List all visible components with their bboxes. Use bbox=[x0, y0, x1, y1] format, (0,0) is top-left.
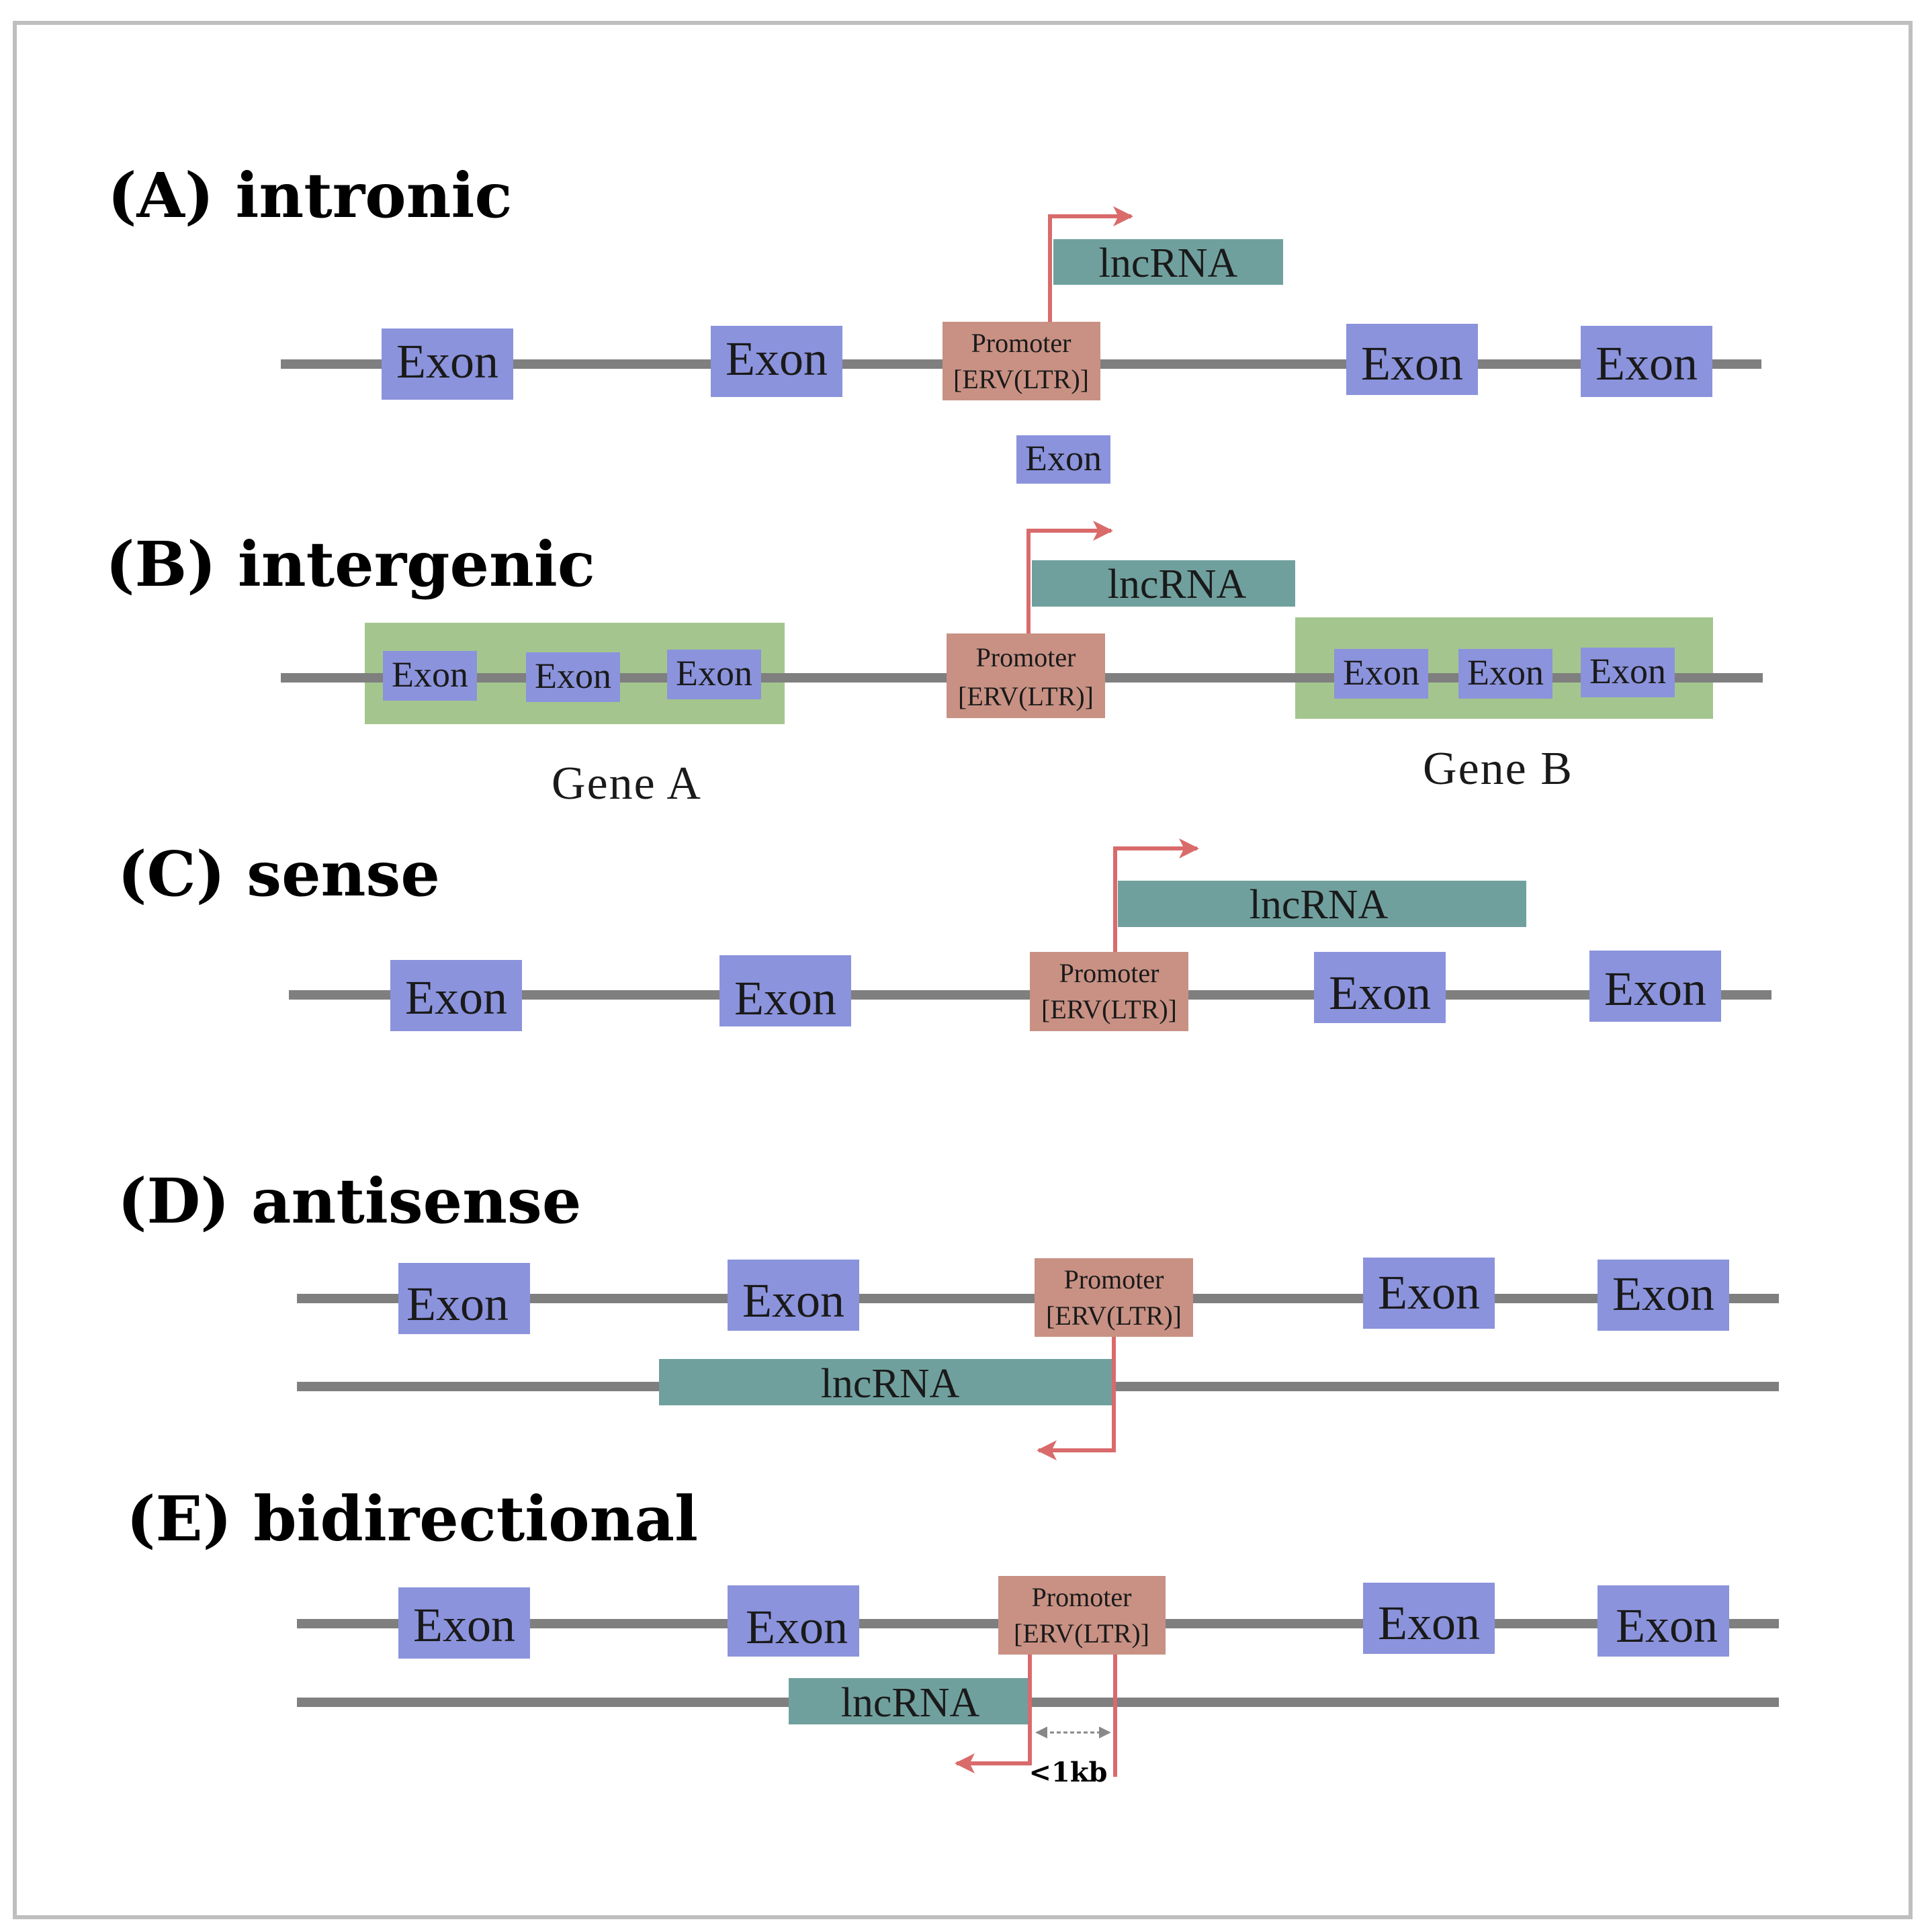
panel-d-title: (D) antisense bbox=[118, 1165, 581, 1237]
promoter-label: Promoter bbox=[1059, 958, 1159, 988]
transcription-arrow bbox=[955, 1655, 1032, 1773]
panel-a-title: (A) intronic bbox=[107, 159, 513, 232]
exon-block bbox=[711, 326, 842, 397]
exon-block bbox=[398, 1263, 530, 1334]
promoter-box bbox=[943, 322, 1100, 400]
lncrna-block bbox=[659, 1359, 1114, 1405]
transcription-arrow bbox=[1113, 838, 1199, 952]
exon-label: Exon bbox=[413, 1598, 515, 1652]
distance-label: <1kb bbox=[1028, 1757, 1107, 1788]
exon-block bbox=[1314, 952, 1446, 1023]
exon-block bbox=[1363, 1583, 1495, 1654]
exon-block bbox=[390, 960, 522, 1031]
exon-block bbox=[1363, 1258, 1495, 1329]
exon-block bbox=[1581, 648, 1675, 697]
exon-label: Exon bbox=[1604, 962, 1706, 1016]
gene-a-label: Gene A bbox=[552, 758, 702, 809]
exon-label: Exon bbox=[746, 1600, 848, 1654]
exon-block bbox=[1346, 324, 1478, 395]
exon-label: Exon bbox=[726, 332, 828, 386]
promoter-box bbox=[1035, 1258, 1193, 1337]
exon-label: Exon bbox=[535, 656, 611, 696]
exon-label: Exon bbox=[396, 335, 498, 388]
exon-block-small bbox=[1016, 435, 1110, 484]
transcription-arrow bbox=[1037, 1337, 1116, 1460]
exon-label: Exon bbox=[1589, 651, 1666, 691]
exon-block bbox=[1334, 649, 1428, 699]
exon-label: Exon bbox=[1378, 1596, 1480, 1650]
exon-block bbox=[728, 1585, 859, 1657]
promoter-label: [ERV(LTR)] bbox=[953, 364, 1089, 394]
exon-block bbox=[382, 328, 513, 400]
exon-block bbox=[1597, 1260, 1729, 1331]
exon-block bbox=[398, 1587, 530, 1659]
exon-block bbox=[719, 955, 851, 1026]
promoter-label: Promoter bbox=[976, 642, 1076, 672]
lncrna-label: lncRNA bbox=[1108, 562, 1247, 607]
exon-label: Exon bbox=[1361, 337, 1463, 390]
lncrna-label: lncRNA bbox=[1099, 240, 1238, 286]
exon-label: Exon bbox=[1329, 966, 1431, 1020]
exon-block bbox=[667, 650, 761, 699]
promoter-label: [ERV(LTR)] bbox=[1014, 1618, 1149, 1649]
promoter-box bbox=[1030, 952, 1188, 1031]
lncrna-label: lncRNA bbox=[821, 1361, 960, 1407]
exon-label: Exon bbox=[1343, 652, 1419, 693]
panel-a-intronic: (A) intronic Exon Exon Exon Exon Exon Pr… bbox=[107, 159, 1761, 484]
figure-frame bbox=[13, 21, 1913, 1919]
panel-e-title: (E) bidirectional bbox=[126, 1483, 698, 1555]
panel-b-intergenic: (B) intergenic Exon Exon Exon Exon Exon … bbox=[105, 521, 1763, 809]
exon-label: Exon bbox=[1467, 652, 1544, 693]
exon-label: Exon bbox=[405, 971, 507, 1024]
panel-c-sense: (C) sense Exon Exon Exon Exon Promoter [… bbox=[118, 838, 1771, 1031]
panel-b-title: (B) intergenic bbox=[105, 528, 595, 601]
exon-block bbox=[1597, 1585, 1729, 1657]
exon-label: Exon bbox=[1612, 1267, 1714, 1321]
lncrna-block bbox=[789, 1678, 1029, 1724]
promoter-box bbox=[947, 633, 1105, 718]
promoter-label: Promoter bbox=[1064, 1264, 1164, 1294]
transcription-arrow bbox=[1048, 206, 1133, 322]
exon-label: Exon bbox=[1595, 337, 1698, 390]
exon-block bbox=[526, 652, 620, 702]
lncrna-block bbox=[1032, 560, 1295, 607]
lncrna-block bbox=[1118, 881, 1526, 927]
exon-label: Exon bbox=[734, 971, 836, 1025]
exon-block bbox=[1581, 326, 1712, 397]
promoter-label: Promoter bbox=[1032, 1582, 1132, 1612]
panel-e-bidirectional: (E) bidirectional Exon Exon Exon Exon Pr… bbox=[126, 1483, 1779, 1788]
promoter-label: Promoter bbox=[971, 328, 1071, 358]
exon-label: Exon bbox=[406, 1277, 509, 1331]
gene-b-label: Gene B bbox=[1423, 743, 1573, 795]
lncrna-label: lncRNA bbox=[1250, 882, 1389, 928]
promoter-label: [ERV(LTR)] bbox=[1041, 994, 1177, 1024]
promoter-label: [ERV(LTR)] bbox=[958, 681, 1094, 711]
exon-block bbox=[383, 651, 477, 701]
exon-label: Exon bbox=[392, 654, 468, 695]
panel-c-title: (C) sense bbox=[118, 838, 440, 910]
promoter-label: [ERV(LTR)] bbox=[1046, 1301, 1182, 1331]
exon-label: Exon bbox=[1616, 1599, 1718, 1653]
exon-block bbox=[1458, 649, 1552, 699]
exon-label: Exon bbox=[742, 1274, 844, 1327]
panel-d-antisense: (D) antisense Exon Exon Exon Exon Promot… bbox=[118, 1165, 1779, 1460]
exon-block bbox=[728, 1260, 859, 1331]
exon-block bbox=[1589, 951, 1721, 1022]
exon-label: Exon bbox=[1025, 438, 1102, 478]
transcription-arrow bbox=[1026, 521, 1113, 633]
lncrna-label: lncRNA bbox=[841, 1680, 980, 1726]
exon-label: Exon bbox=[1378, 1266, 1480, 1319]
exon-label: Exon bbox=[676, 653, 752, 693]
promoter-box bbox=[998, 1576, 1166, 1655]
lncrna-block bbox=[1053, 239, 1283, 285]
